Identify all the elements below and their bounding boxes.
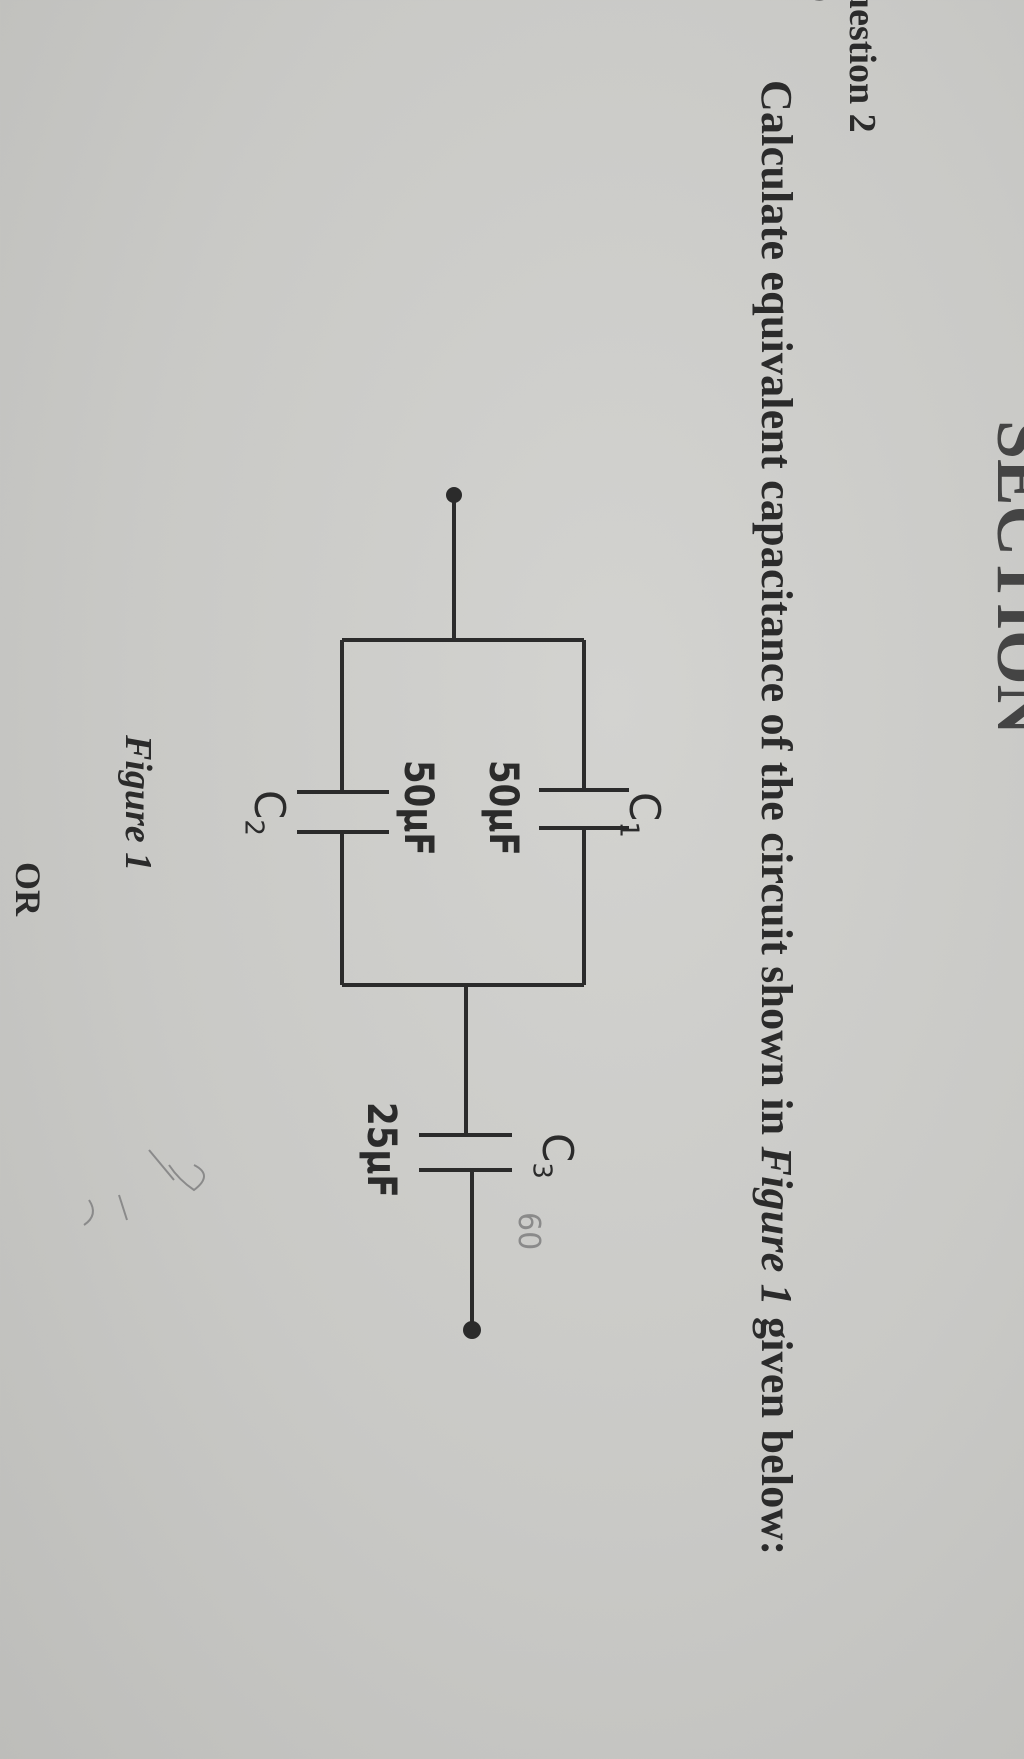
- pencil-scribble: [83, 1149, 205, 1226]
- c3-value: 25µF: [358, 1102, 404, 1198]
- c1-label: C1: [613, 792, 669, 838]
- handwritten-note-c3: 60: [511, 1212, 546, 1251]
- c3-label: C3: [526, 1133, 582, 1179]
- c1-value: 50µF: [480, 760, 526, 856]
- left-terminal-dot: [446, 487, 462, 503]
- or-separator: OR: [8, 862, 48, 916]
- right-terminal-dot: [463, 1321, 481, 1339]
- c2-label: C2: [238, 790, 294, 836]
- figure-caption: Figure 1: [117, 735, 159, 872]
- c2-value: 50µF: [395, 760, 441, 856]
